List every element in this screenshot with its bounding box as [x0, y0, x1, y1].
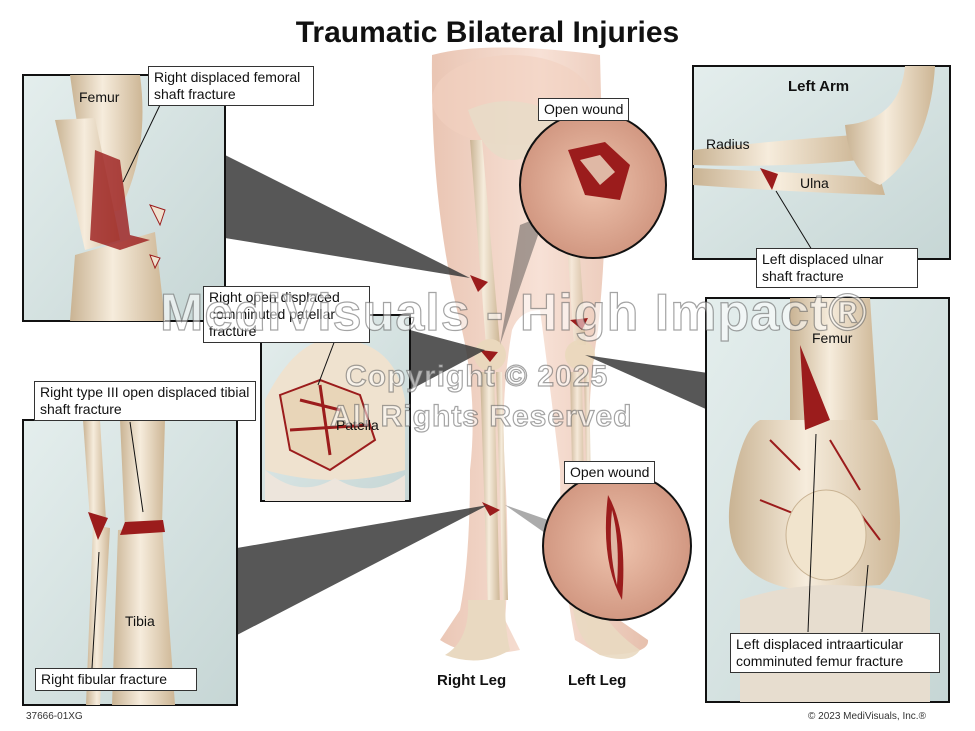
femur-right-label: Femur [79, 89, 120, 105]
wound-shin-label: Open wound [564, 461, 656, 484]
patella-label: Patella [336, 417, 379, 433]
panel-left-arm [692, 65, 951, 260]
panel-patella [260, 314, 411, 502]
femur-right-callout: Right displaced femoral shaft fracture [148, 66, 314, 106]
watermark-line2: Copyright © 2025 [344, 359, 609, 393]
ulna-label: Ulna [800, 175, 829, 191]
page-title: Traumatic Bilateral Injuries [295, 16, 680, 49]
watermark-line3: All Rights Reserved [329, 399, 633, 433]
wound-shin-inset [542, 471, 692, 621]
footer-copyright: © 2023 MediVisuals, Inc.® [808, 711, 926, 722]
tibia-callout: Right type III open displaced tibial sha… [34, 381, 256, 421]
figure-code: 37666-01XG [26, 711, 83, 722]
ulna-callout: Left displaced ulnar shaft fracture [756, 248, 918, 288]
left-leg-label: Left Leg [568, 672, 627, 689]
watermark-line1: MediVisuals - High Impact® [159, 283, 868, 342]
femur-left-label: Femur [812, 330, 853, 346]
radius-label: Radius [706, 136, 750, 152]
left-arm-heading: Left Arm [788, 78, 850, 95]
panel-tibia [22, 419, 238, 706]
femur-left-callout: Left displaced intraarticular comminuted… [730, 633, 940, 673]
tibia-label: Tibia [125, 613, 155, 629]
callout-cones [225, 155, 708, 635]
wound-knee-inset [519, 111, 667, 259]
right-leg-label: Right Leg [437, 672, 507, 689]
panel-right-femur [22, 74, 226, 322]
patella-callout: Right open displaced comminuted patellar… [203, 286, 370, 343]
fibula-callout: Right fibular fracture [35, 668, 197, 691]
wound-knee-label: Open wound [538, 98, 630, 121]
